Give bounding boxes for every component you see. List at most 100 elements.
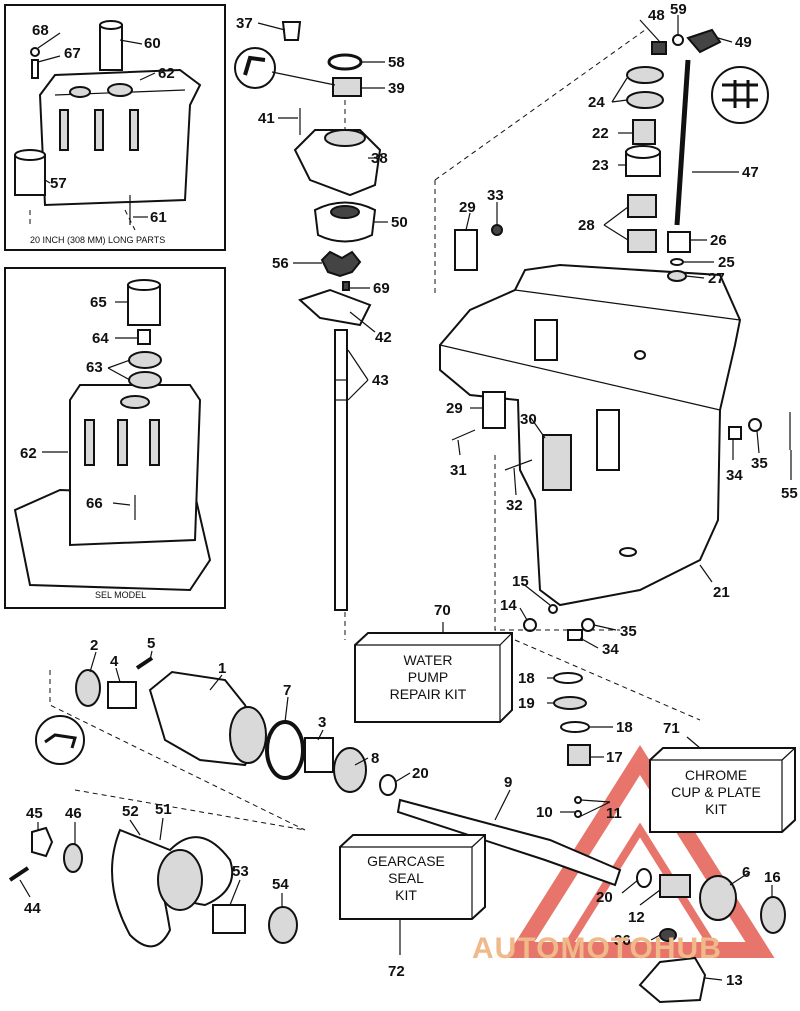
callout-labels: 68 67 60 62 57 61 65 64 63 62 66 37 58 3… (20, 1, 798, 989)
chrome-cup-kit-box: CHROME CUP & PLATE KIT (649, 747, 796, 833)
callout-30: 30 (520, 411, 537, 428)
water-pump-kit-line-1: WATER (404, 652, 453, 668)
callout-70: 70 (434, 602, 451, 619)
callout-3: 3 (318, 714, 326, 731)
callout-39: 39 (388, 80, 405, 97)
callout-6: 6 (742, 864, 750, 881)
propeller-assembly (8, 789, 306, 948)
callout-20b: 20 (596, 889, 613, 906)
callout-5: 5 (147, 635, 155, 652)
callout-35b: 35 (620, 623, 637, 640)
callout-50: 50 (391, 214, 408, 231)
chrome-cup-kit-line-3: KIT (705, 801, 727, 817)
leader-lines (19, 15, 792, 981)
gearcase-seal-kit-line-2: SEAL (388, 870, 424, 886)
callout-21: 21 (713, 584, 730, 601)
callout-32: 32 (506, 497, 523, 514)
water-pump-kit-box: WATER PUMP REPAIR KIT (354, 632, 513, 723)
callout-10: 10 (536, 804, 553, 821)
water-pump-assembly (234, 21, 382, 640)
sel-model-caption: SEL MODEL (95, 590, 146, 600)
callout-36: 36 (614, 932, 631, 949)
callout-34a: 34 (726, 467, 743, 484)
callout-15: 15 (512, 573, 529, 590)
propshaft-assembly (396, 639, 786, 1004)
callout-27: 27 (708, 270, 725, 287)
callout-24: 24 (588, 94, 605, 111)
callout-49: 49 (735, 34, 752, 51)
callout-23: 23 (592, 157, 609, 174)
callout-61: 61 (150, 209, 167, 226)
callout-67: 67 (64, 45, 81, 62)
callout-20a: 20 (412, 765, 429, 782)
callout-51: 51 (155, 801, 172, 818)
callout-1: 1 (218, 660, 226, 677)
chrome-cup-kit-line-1: CHROME (685, 767, 747, 783)
chrome-cup-kit-line-2: CUP & PLATE (671, 784, 761, 800)
callout-46: 46 (65, 805, 82, 822)
callout-55: 55 (781, 485, 798, 502)
shift-rod-assembly (625, 28, 769, 282)
callout-2: 2 (90, 637, 98, 654)
callout-11: 11 (606, 805, 622, 822)
callout-62b: 62 (20, 445, 37, 462)
callout-22: 22 (592, 125, 609, 142)
callout-56: 56 (272, 255, 289, 272)
callout-48: 48 (648, 7, 665, 24)
gearcase-seal-kit-line-3: KIT (395, 887, 417, 903)
callout-25: 25 (718, 254, 735, 271)
callout-26: 26 (710, 232, 727, 249)
callout-64: 64 (92, 330, 109, 347)
callout-71: 71 (663, 720, 680, 737)
watermark-text: AUTOMOTOHUB (472, 932, 722, 965)
callout-34b: 34 (602, 641, 619, 658)
callout-29a: 29 (459, 199, 476, 216)
gearcase-seal-kit-line-1: GEARCASE (367, 853, 445, 869)
callout-53: 53 (232, 863, 249, 880)
long-parts-caption: 20 INCH (308 MM) LONG PARTS (30, 235, 165, 245)
callout-14: 14 (500, 597, 517, 614)
callout-58: 58 (388, 54, 405, 71)
callout-59: 59 (670, 1, 687, 18)
callout-52: 52 (122, 803, 139, 820)
callout-47: 47 (742, 164, 759, 181)
callout-13: 13 (726, 972, 743, 989)
callout-72: 72 (388, 963, 405, 980)
bearing-housing-assembly (35, 656, 397, 831)
callout-44: 44 (24, 900, 41, 917)
callout-31: 31 (450, 462, 467, 479)
callout-19: 19 (518, 695, 535, 712)
callout-17: 17 (606, 749, 623, 766)
gearcase-seal-kit-box: GEARCASE SEAL KIT (339, 834, 486, 920)
callout-16: 16 (764, 869, 781, 886)
water-pump-kit-line-3: REPAIR KIT (390, 686, 467, 702)
callout-18a: 18 (518, 670, 535, 687)
callout-60: 60 (144, 35, 161, 52)
water-pump-kit-line-2: PUMP (408, 669, 448, 685)
sel-model-inset (4, 267, 226, 609)
callout-33: 33 (487, 187, 504, 204)
gearcase-housing (434, 29, 791, 641)
callout-7: 7 (283, 682, 291, 699)
long-parts-inset (4, 4, 226, 251)
callout-63: 63 (86, 359, 103, 376)
callout-42: 42 (375, 329, 392, 346)
callout-8: 8 (371, 750, 379, 767)
callout-4: 4 (110, 653, 119, 670)
callout-68: 68 (32, 22, 49, 39)
callout-28: 28 (578, 217, 595, 234)
callout-45: 45 (26, 805, 43, 822)
callout-62a: 62 (158, 65, 175, 82)
callout-12: 12 (628, 909, 645, 926)
callout-57: 57 (50, 175, 67, 192)
callout-54: 54 (272, 876, 289, 893)
callout-69: 69 (373, 280, 390, 297)
callout-38: 38 (371, 150, 388, 167)
callout-18b: 18 (616, 719, 633, 736)
callout-35a: 35 (751, 455, 768, 472)
callout-66: 66 (86, 495, 103, 512)
callout-41: 41 (258, 110, 275, 127)
callout-65: 65 (90, 294, 107, 311)
callout-29b: 29 (446, 400, 463, 417)
